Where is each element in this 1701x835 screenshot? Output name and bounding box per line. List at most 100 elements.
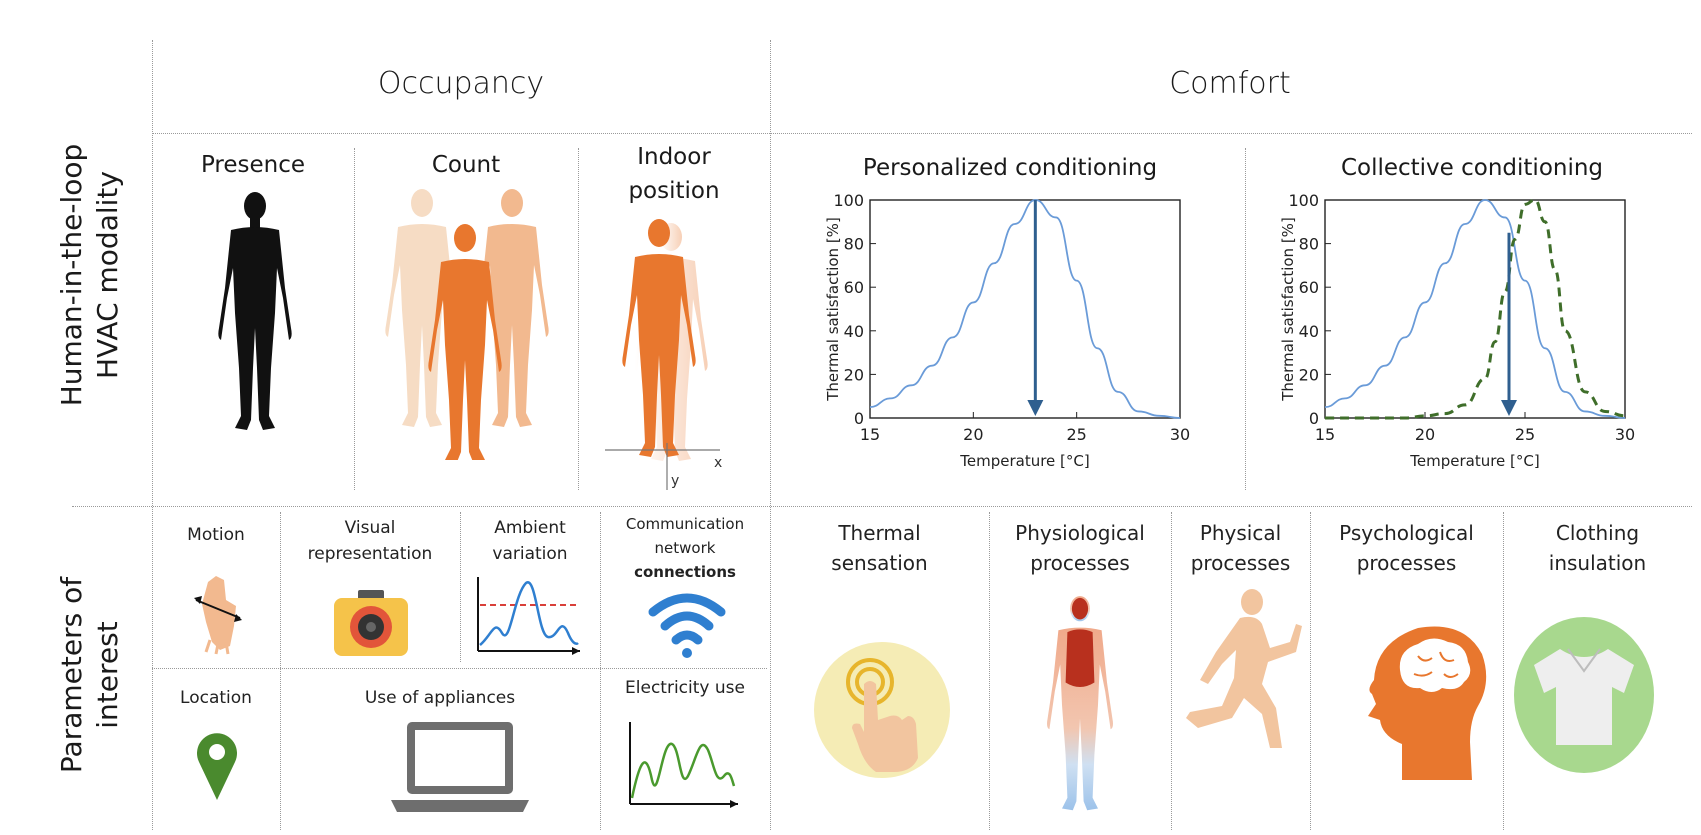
divider-center — [770, 40, 771, 830]
divider-count-position — [578, 148, 579, 490]
thermal-label-line2: sensation — [831, 551, 928, 575]
ambient-label: Ambient variation — [460, 515, 600, 567]
plot-frame — [869, 199, 1181, 419]
divider-params-occupancy — [152, 668, 767, 669]
person-silhouette-icon — [218, 192, 292, 430]
row-label-params-line1: Parameters of — [55, 576, 88, 774]
divider-psycho — [1503, 512, 1504, 830]
physical-label-line2: processes — [1190, 551, 1291, 575]
tshirt-icon — [1514, 617, 1654, 773]
visual-label-line1: Visual — [344, 518, 396, 538]
touch-finger-icon — [814, 642, 950, 778]
plot-frame — [1324, 199, 1626, 419]
laptop-icon — [391, 722, 529, 812]
y-tick-label: 0 — [854, 409, 864, 428]
electricity-label: Electricity use — [625, 678, 745, 698]
x-tick-label: 30 — [1170, 425, 1190, 444]
y-tick-label: 60 — [844, 278, 864, 297]
section-comfort: Comfort — [1169, 66, 1291, 101]
series-line-1 — [1324, 198, 1626, 420]
divider-comfort-charts — [1245, 148, 1246, 490]
y-axis-label: Thermal satisfaction [%] — [824, 217, 842, 402]
x-tick-label: 25 — [1066, 425, 1086, 444]
psycho-label-line1: Psychological — [1339, 521, 1474, 545]
presence-title: Presence — [200, 152, 306, 178]
y-tick-label: 80 — [844, 235, 864, 254]
ambient-label-line1: Ambient — [494, 518, 566, 538]
hand-motion-icon — [194, 576, 242, 655]
row-label-modality: Human-in-the-loop HVAC modality — [54, 125, 134, 425]
comm-label: Communication network connections — [600, 512, 770, 584]
ambient-wave-chart-icon — [477, 577, 580, 655]
divider-presence-count — [354, 148, 355, 490]
x-tick-label: 25 — [1515, 425, 1535, 444]
series-line-0 — [869, 199, 1181, 419]
thermal-label-line1: Thermal — [838, 521, 921, 545]
axis-x-label: x — [714, 455, 722, 471]
brain-head-icon — [1368, 626, 1487, 780]
ambient-label-line2: variation — [492, 544, 568, 564]
row-label-modality-line2: HVAC modality — [91, 171, 124, 379]
thermal-label: Thermal sensation — [770, 518, 989, 578]
electricity-chart-icon — [629, 722, 738, 808]
running-person-icon — [1186, 589, 1302, 748]
indoor-position-title: Indoor position — [578, 140, 770, 208]
count-title: Count — [431, 152, 501, 178]
physio-label: Physiological processes — [989, 518, 1171, 578]
row-label-params: Parameters of interest — [54, 535, 134, 815]
divider-motion — [280, 512, 281, 830]
body-physiology-icon — [1047, 596, 1113, 811]
row-label-params-line2: interest — [91, 621, 124, 729]
appliances-label: Use of appliances — [364, 688, 516, 708]
y-tick-label: 0 — [1309, 409, 1319, 428]
moving-person-icon: x y — [605, 219, 722, 490]
y-tick-label: 100 — [1288, 191, 1319, 210]
x-axis-label: Temperature [°C] — [1409, 452, 1539, 470]
annotation-arrow-head — [1501, 400, 1517, 416]
divider-section-header — [152, 133, 1692, 134]
psycho-label: Psychological processes — [1310, 518, 1503, 578]
indoor-position-line1: Indoor — [637, 144, 711, 170]
personalized-title: Personalized conditioning — [862, 155, 1158, 181]
series-line-0 — [1324, 199, 1626, 419]
y-tick-label: 80 — [1299, 235, 1319, 254]
physio-label-line1: Physiological — [1015, 521, 1145, 545]
physical-label: Physical processes — [1171, 518, 1310, 578]
divider-physical — [1310, 512, 1311, 830]
clothing-label-line2: insulation — [1548, 551, 1647, 575]
y-tick-label: 40 — [844, 322, 864, 341]
axis-y-label: y — [671, 473, 679, 489]
location-label: Location — [180, 688, 252, 708]
clothing-label: Clothing insulation — [1503, 518, 1692, 578]
indoor-position-line2: position — [628, 178, 720, 204]
annotation-arrow-head — [1027, 400, 1044, 416]
x-tick-label: 20 — [963, 425, 983, 444]
divider-rows — [72, 506, 1692, 507]
section-occupancy: Occupancy — [377, 66, 545, 101]
comm-label-line3: connections — [634, 563, 736, 581]
psycho-label-line2: processes — [1356, 551, 1457, 575]
divider-visual — [460, 512, 461, 662]
row-label-modality-line1: Human-in-the-loop — [55, 143, 88, 407]
location-pin-icon — [197, 733, 237, 800]
y-tick-label: 40 — [1299, 322, 1319, 341]
physio-label-line2: processes — [1030, 551, 1130, 575]
x-tick-label: 30 — [1615, 425, 1635, 444]
divider-left — [152, 40, 153, 830]
divider-thermal — [989, 512, 990, 830]
group-of-people-icon — [385, 189, 549, 460]
y-tick-label: 20 — [1299, 365, 1319, 384]
y-tick-label: 100 — [833, 191, 864, 210]
visual-label-line2: representation — [307, 544, 433, 564]
x-tick-label: 20 — [1415, 425, 1435, 444]
clothing-label-line1: Clothing — [1555, 521, 1640, 545]
physical-label-line1: Physical — [1199, 521, 1282, 545]
divider-ambient — [600, 512, 601, 830]
collective-title: Collective conditioning — [1340, 155, 1604, 181]
y-axis-label: Thermal satisfaction [%] — [1279, 217, 1297, 402]
visual-label: Visual representation — [280, 515, 460, 567]
motion-label: Motion — [187, 525, 245, 545]
x-tick-label: 15 — [1315, 425, 1335, 444]
